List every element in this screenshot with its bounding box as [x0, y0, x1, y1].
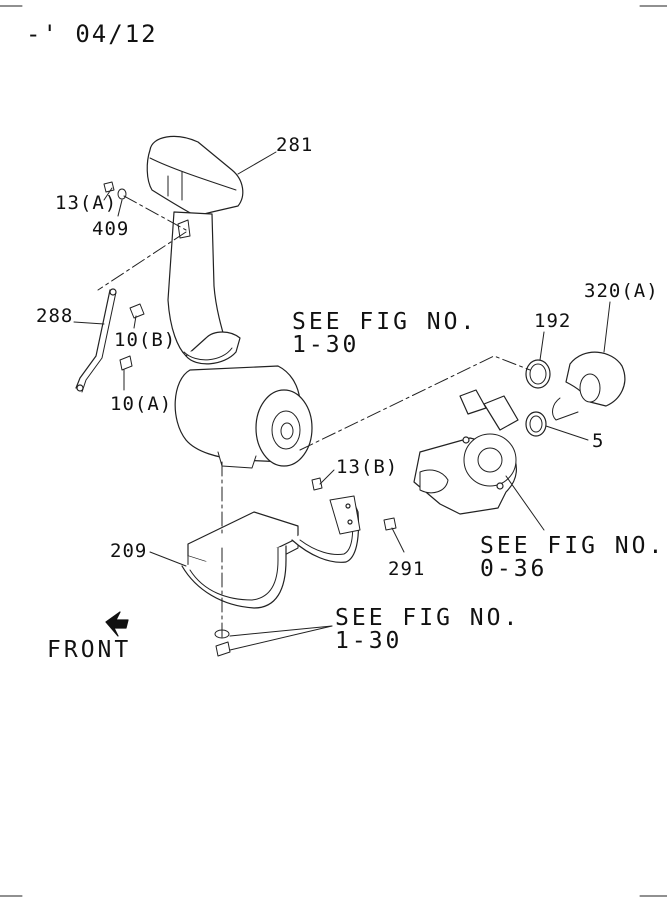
date-code: -' 04/12: [26, 20, 158, 48]
part-label-10b[interactable]: 10(B): [114, 329, 177, 351]
part-label-10a[interactable]: 10(A): [110, 393, 173, 415]
part-label-5[interactable]: 5: [592, 430, 605, 452]
part-label-409[interactable]: 409: [92, 218, 130, 240]
leader-lines: [73, 151, 611, 651]
turbocharger: [413, 389, 519, 515]
part-label-291[interactable]: 291: [388, 558, 426, 580]
part-label-320a[interactable]: 320(A): [584, 280, 659, 302]
see-fig-number: 0-36: [480, 556, 548, 582]
intake-duct-281: [146, 135, 244, 365]
crop-marks: [0, 5, 667, 897]
air-cleaner: [174, 365, 313, 469]
alignment-lines: [97, 195, 531, 641]
see-fig-number: 1-30: [292, 332, 360, 358]
see-fig-text: SEE FIG NO.: [335, 605, 521, 631]
see-fig-reference-bracket[interactable]: SEE FIG NO. 1-30: [335, 607, 520, 653]
part-label-13a[interactable]: 13(A): [55, 192, 118, 214]
see-fig-text: SEE FIG NO.: [480, 533, 666, 559]
see-fig-reference-turbo[interactable]: SEE FIG NO. 0-36: [480, 535, 665, 581]
part-label-13b[interactable]: 13(B): [336, 456, 399, 478]
bracket-209: [181, 495, 361, 609]
part-label-209[interactable]: 209: [110, 540, 148, 562]
hose-320a-clamps: [525, 351, 626, 437]
see-fig-number: 1-30: [335, 628, 403, 654]
rod-288: [75, 288, 117, 393]
part-label-288[interactable]: 288: [36, 305, 74, 327]
see-fig-reference-air-cleaner[interactable]: SEE FIG NO. 1-30: [292, 311, 477, 357]
front-direction-label: FRONT: [47, 637, 132, 663]
front-arrow: [105, 611, 129, 637]
see-fig-text: SEE FIG NO.: [292, 309, 478, 335]
part-label-281[interactable]: 281: [276, 134, 314, 156]
part-label-192[interactable]: 192: [534, 310, 572, 332]
